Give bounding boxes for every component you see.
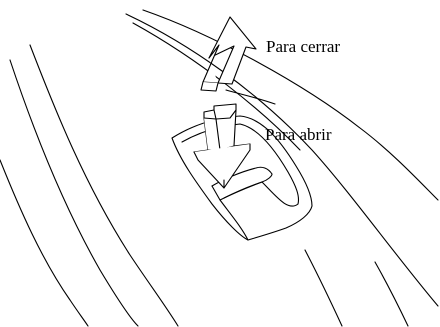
door-panel-lines — [0, 9, 439, 327]
up-arrow-icon — [200, 16, 257, 92]
down-arrow-icon — [193, 103, 251, 189]
open-label: Para abrir — [265, 125, 332, 144]
switch-edge-lines — [225, 89, 276, 105]
close-label: Para cerrar — [266, 37, 341, 56]
